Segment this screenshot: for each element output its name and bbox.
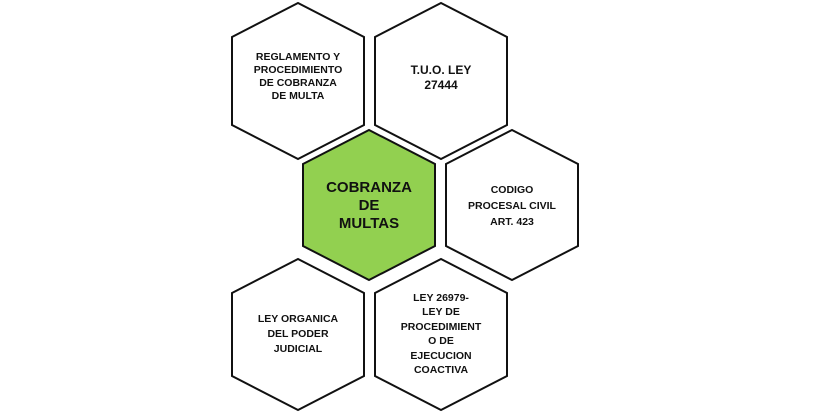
- label-line: EJECUCION: [410, 349, 472, 362]
- label-ley-26979: LEY 26979- LEY DE PROCEDIMIENT O DE EJEC…: [383, 288, 499, 380]
- hexagon-ley-organica: [231, 257, 365, 412]
- label-line: ART. 423: [490, 216, 534, 228]
- label-line: PROCESAL CIVIL: [468, 200, 556, 212]
- label-tuo-ley: T.U.O. LEY 27444: [383, 58, 499, 98]
- label-line: COACTIVA: [413, 364, 469, 376]
- label-line: LEY DE: [422, 306, 460, 318]
- label-line: O DE: [428, 335, 454, 347]
- label-line: LEY 26979-: [413, 291, 469, 304]
- label-reglamento: REGLAMENTO Y PROCEDIMIENTO DE COBRANZA D…: [240, 40, 356, 114]
- hexagon-reglamento: [231, 1, 365, 161]
- hexagon-codigo-procesal: [445, 128, 579, 282]
- label-line: LEY ORGANICA: [257, 312, 339, 325]
- label-line: DEL PODER: [267, 327, 329, 340]
- label-line: PROCEDIMIENTO: [253, 64, 343, 76]
- label-line: PROCEDIMIENT: [400, 320, 482, 333]
- label-codigo-procesal: CODIGO PROCESAL CIVIL ART. 423: [454, 178, 570, 234]
- hexagon-ley-26979: [374, 257, 508, 412]
- label-line: DE COBRANZA: [259, 77, 337, 89]
- label-cobranza-multas: COBRANZA DE MULTAS: [311, 176, 427, 236]
- label-line: T.U.O. LEY: [410, 63, 472, 77]
- hexagon-tuo-ley: [374, 1, 508, 161]
- label-line: REGLAMENTO Y: [255, 51, 341, 63]
- label-line: CODIGO: [490, 184, 534, 196]
- label-line: DE MULTA: [271, 90, 325, 102]
- hexagon-cobranza-multas: [302, 128, 436, 282]
- label-ley-organica: LEY ORGANICA DEL PODER JUDICIAL: [240, 308, 356, 360]
- label-line: DE: [358, 197, 380, 214]
- label-line: 27444: [424, 78, 458, 92]
- label-line: MULTAS: [338, 215, 400, 232]
- label-line: COBRANZA: [326, 179, 412, 196]
- label-line: JUDICIAL: [273, 342, 323, 355]
